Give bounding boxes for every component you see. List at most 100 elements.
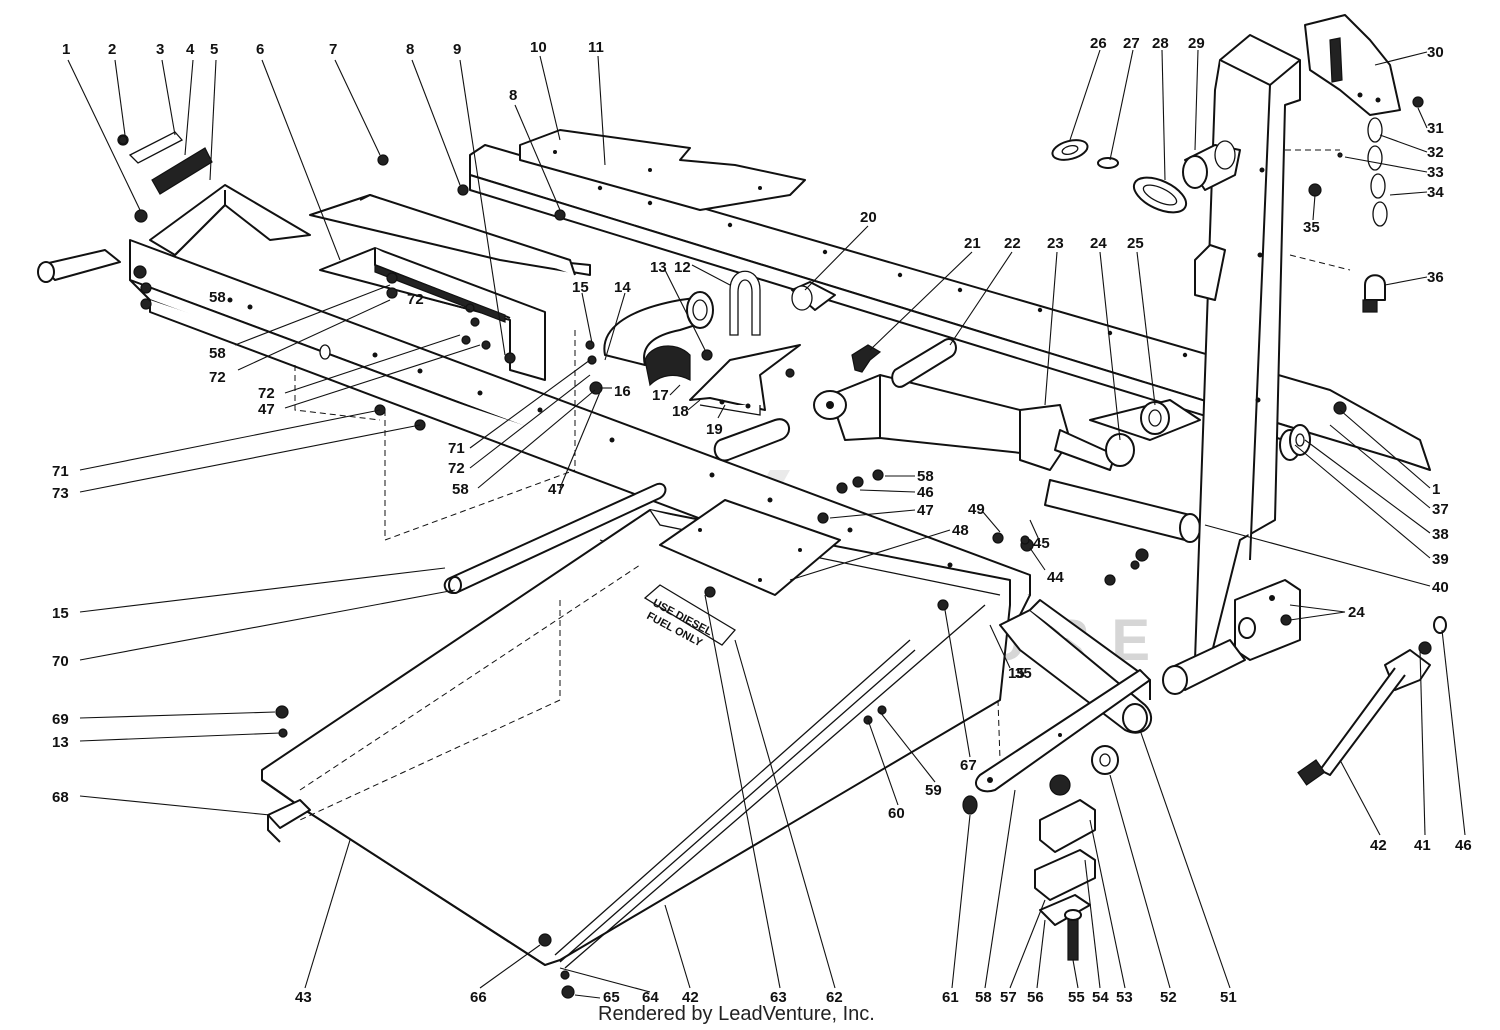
- callout-label: 19: [706, 421, 723, 438]
- callout-label: 3: [156, 41, 164, 58]
- callout-label: 4: [186, 41, 195, 58]
- lift-link-upper: [1044, 479, 1201, 543]
- callout-label: 1: [62, 41, 70, 58]
- callout-label: 62: [826, 989, 843, 1006]
- exhaust-pipe: [603, 291, 714, 387]
- callout-label: 72: [258, 385, 275, 402]
- hydraulic-cylinder: [813, 374, 1116, 471]
- lower-nut: [962, 745, 1119, 815]
- callout-label: 72: [448, 460, 465, 477]
- callout-label: 24: [1090, 235, 1107, 252]
- callout-label: 61: [942, 989, 959, 1006]
- callout-label: 15: [572, 279, 589, 296]
- callout-label: 48: [952, 522, 969, 539]
- callout-label: 28: [1152, 35, 1169, 52]
- callout-label: 20: [860, 209, 877, 226]
- callout-label: 57: [1000, 989, 1017, 1006]
- exhaust-bracket: [689, 344, 801, 416]
- callout-label: 72: [209, 369, 226, 386]
- pivot-washers: [1279, 424, 1311, 461]
- mount-bracket-left: [267, 799, 311, 843]
- lower-strap: [975, 669, 1151, 793]
- callout-label: 31: [1427, 120, 1444, 137]
- callout-label: 17: [652, 387, 669, 404]
- callout-label: 46: [1455, 837, 1472, 854]
- callout-label: 6: [256, 41, 264, 58]
- callout-label: 1: [1432, 481, 1440, 498]
- callout-label: 36: [1427, 269, 1444, 286]
- callout-label: 70: [52, 653, 69, 670]
- elbow-fitting: [851, 344, 882, 373]
- angle-bracket: [309, 194, 591, 276]
- callout-label: 58: [975, 989, 992, 1006]
- callout-label: 49: [968, 501, 985, 518]
- support-rods: [554, 604, 986, 969]
- leader-lines: [67, 49, 1466, 999]
- clamp-blocks: [1034, 799, 1096, 926]
- lift-chain: [1367, 117, 1388, 227]
- spacer-tube: [713, 418, 790, 462]
- mast-pin-sleeve: [1182, 140, 1241, 191]
- callout-label: 39: [1432, 551, 1449, 568]
- lower-bolt: [1064, 909, 1082, 961]
- callout-label: 46: [917, 484, 934, 501]
- callout-label: 21: [964, 235, 981, 252]
- platform-plate: [261, 509, 1011, 966]
- callout-label: 41: [1414, 837, 1431, 854]
- callout-label: 38: [1432, 526, 1449, 543]
- callout-label: 27: [1123, 35, 1140, 52]
- callout-label: 34: [1427, 184, 1444, 201]
- callout-label: 30: [1427, 44, 1444, 61]
- callout-label: 24: [1348, 604, 1365, 621]
- callout-label: 44: [1047, 569, 1064, 586]
- callout-label: 33: [1427, 164, 1444, 181]
- callout-label: 54: [1092, 989, 1109, 1006]
- callout-label: 10: [530, 39, 547, 56]
- callout-label: 69: [52, 711, 69, 728]
- callout-label: 29: [1188, 35, 1205, 52]
- callout-label: 22: [1004, 235, 1021, 252]
- callout-label: 73: [52, 485, 69, 502]
- clamp-sleeve: [791, 281, 836, 311]
- callout-label: 18: [672, 403, 689, 420]
- callout-label: 45: [1033, 535, 1050, 552]
- mast-lower-tube: [1162, 639, 1246, 695]
- callout-label: 68: [52, 789, 69, 806]
- callout-label: 15: [52, 605, 69, 622]
- callout-label: 58: [209, 345, 226, 362]
- callout-label: 71: [448, 440, 465, 457]
- clevis: [1362, 274, 1386, 313]
- callout-label: 13: [52, 734, 69, 751]
- callout-label: 12: [674, 259, 691, 276]
- u-bolt: [729, 270, 761, 336]
- callout-label: 23: [1047, 235, 1064, 252]
- callout-label: 35: [1015, 665, 1032, 682]
- rear-rail-holes: [597, 185, 1188, 358]
- pedal-pad: [117, 131, 213, 195]
- hitch-pin: [1297, 616, 1447, 786]
- callout-label: 13: [650, 259, 667, 276]
- callout-label: 51: [1220, 989, 1237, 1006]
- step-bracket: [149, 184, 311, 256]
- callout-label: 14: [614, 279, 631, 296]
- callout-label: 42: [1370, 837, 1387, 854]
- lift-link-rear: [1089, 399, 1201, 467]
- callout-label: 9: [453, 41, 461, 58]
- hydraulic-hose: [891, 338, 957, 388]
- callout-label: 35: [1303, 219, 1320, 236]
- vertical-mast: [1194, 34, 1301, 661]
- callout-label: 40: [1432, 579, 1449, 596]
- footer-credit: Rendered by LeadVenture, Inc.: [598, 1003, 875, 1025]
- callout-label: 65: [603, 989, 620, 1006]
- callout-label: 16: [614, 383, 631, 400]
- callout-label: 8: [509, 87, 517, 104]
- callout-label: 37: [1432, 501, 1449, 518]
- callout-labels: 1 2 3 4 5 6 7 8 9 10 11 8 12 13 14 15 15…: [52, 35, 1472, 1006]
- callout-label: 11: [588, 39, 604, 56]
- callout-label: 67: [960, 757, 977, 774]
- callout-label: 53: [1116, 989, 1133, 1006]
- callout-label: 59: [925, 782, 942, 799]
- callout-label: 2: [108, 41, 116, 58]
- frame-holes: [227, 297, 953, 568]
